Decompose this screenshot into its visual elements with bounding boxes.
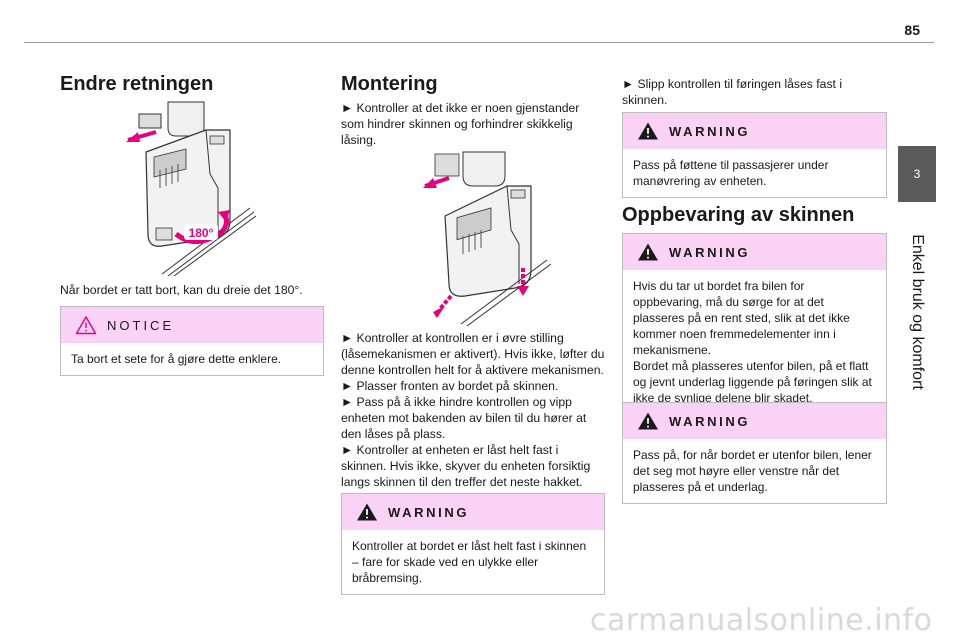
section-title-change-direction: Endre retningen (60, 73, 214, 95)
chapter-title: Enkel bruk og komfort (898, 212, 936, 412)
header-rule (24, 42, 934, 43)
section-title-rail-storage: Oppbevaring av skinnen (622, 204, 855, 226)
chapter-tab[interactable]: 3 (898, 146, 936, 202)
table-rotate-illustration: 180° (126, 101, 256, 276)
change-direction-text: Når bordet er tatt bort, kan du dreie de… (60, 283, 303, 297)
caution-triangle-icon (75, 315, 97, 335)
table-mounting-illustration (423, 151, 551, 326)
page-number: 85 (904, 22, 920, 38)
mounting-text-1: ► Kontroller at det ikke er noen gjensta… (341, 101, 580, 147)
tilt-warning-box: WARNING Pass på, for når bordet er utenf… (622, 402, 887, 504)
notice-label: NOTICE (107, 317, 175, 333)
rotation-label: 180° (189, 226, 214, 240)
warning-triangle-icon (637, 121, 659, 141)
storage-warning-text: Hvis du tar ut bordet fra bilen for oppb… (633, 279, 872, 405)
release-control-text: ► Slipp kontrollen til føringen låses fa… (622, 77, 843, 107)
notice-text: Ta bort et sete for å gjøre dette enkler… (71, 352, 282, 366)
mounting-warning-label: WARNING (388, 504, 470, 520)
tilt-warning-text: Pass på, for når bordet er utenfor bilen… (633, 448, 872, 494)
feet-warning-header: WARNING (623, 113, 886, 149)
feet-warning-text: Pass på føttene til passasjerer under ma… (633, 158, 829, 188)
chapter-title-text: Enkel bruk og komfort (909, 234, 926, 390)
tilt-warning-label: WARNING (669, 413, 751, 429)
notice-header: NOTICE (61, 307, 323, 343)
storage-warning-header: WARNING (623, 234, 886, 270)
storage-warning-box: WARNING Hvis du tar ut bordet fra bilen … (622, 233, 887, 415)
warning-triangle-icon (637, 411, 659, 431)
warning-triangle-icon (637, 242, 659, 262)
mounting-warning-text: Kontroller at bordet er låst helt fast i… (352, 539, 587, 585)
watermark: carmanualsonline.info (590, 603, 933, 638)
feet-warning-box: WARNING Pass på føttene til passasjerer … (622, 112, 887, 198)
tilt-warning-header: WARNING (623, 403, 886, 439)
notice-box: NOTICE Ta bort et sete for å gjøre dette… (60, 306, 324, 376)
mounting-warning-box: WARNING Kontroller at bordet er låst hel… (341, 493, 605, 595)
feet-warning-label: WARNING (669, 123, 751, 139)
mounting-text-2: ► Kontroller at kontrollen er i øvre sti… (341, 331, 605, 489)
section-title-mounting: Montering (341, 73, 438, 95)
mounting-warning-header: WARNING (342, 494, 604, 530)
storage-warning-label: WARNING (669, 244, 751, 260)
warning-triangle-icon (356, 502, 378, 522)
